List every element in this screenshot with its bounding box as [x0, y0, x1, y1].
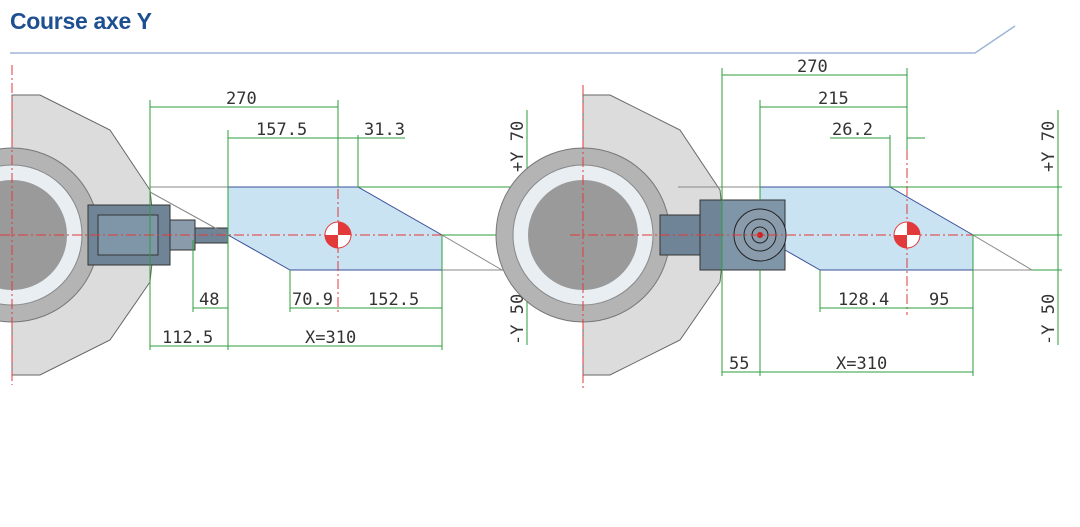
- dim-minus-y: -Y 50: [1039, 294, 1059, 345]
- dim-26-2: 26.2: [832, 120, 873, 140]
- dim-128-4: 128.4: [838, 290, 889, 310]
- target-marker: [324, 221, 352, 249]
- travel-zone: [759, 186, 974, 271]
- target-marker: [893, 221, 921, 249]
- dimension-lines: [721, 68, 1062, 376]
- header-rule: [10, 25, 1016, 54]
- dim-215: 215: [818, 89, 849, 109]
- travel-outline: [149, 186, 503, 271]
- dim-x-310: X=310: [305, 328, 356, 348]
- dim-55: 55: [729, 354, 749, 374]
- dim-112-5: 112.5: [162, 328, 213, 348]
- left-diagram: 270 157.5 31.3 +Y 70 -Y 50 48 70.9 152.5…: [0, 65, 532, 385]
- dim-plus-y: +Y 70: [508, 121, 528, 172]
- dim-95: 95: [929, 290, 949, 310]
- dim-270: 270: [797, 57, 828, 77]
- dim-x-310: X=310: [836, 354, 887, 374]
- dim-157-5: 157.5: [256, 120, 307, 140]
- dim-48: 48: [199, 290, 219, 310]
- dim-plus-y: +Y 70: [1039, 121, 1059, 172]
- travel-outline: [678, 186, 1033, 271]
- dim-270: 270: [226, 89, 257, 109]
- dim-minus-y: -Y 50: [508, 294, 528, 345]
- dim-70-9: 70.9: [292, 290, 333, 310]
- dim-152-5: 152.5: [368, 290, 419, 310]
- page-title: Course axe Y: [10, 8, 152, 34]
- dim-31-3: 31.3: [364, 120, 405, 140]
- right-diagram: 270 215 26.2 +Y 70 -Y 50 128.4 95 55 X=3…: [495, 57, 1062, 390]
